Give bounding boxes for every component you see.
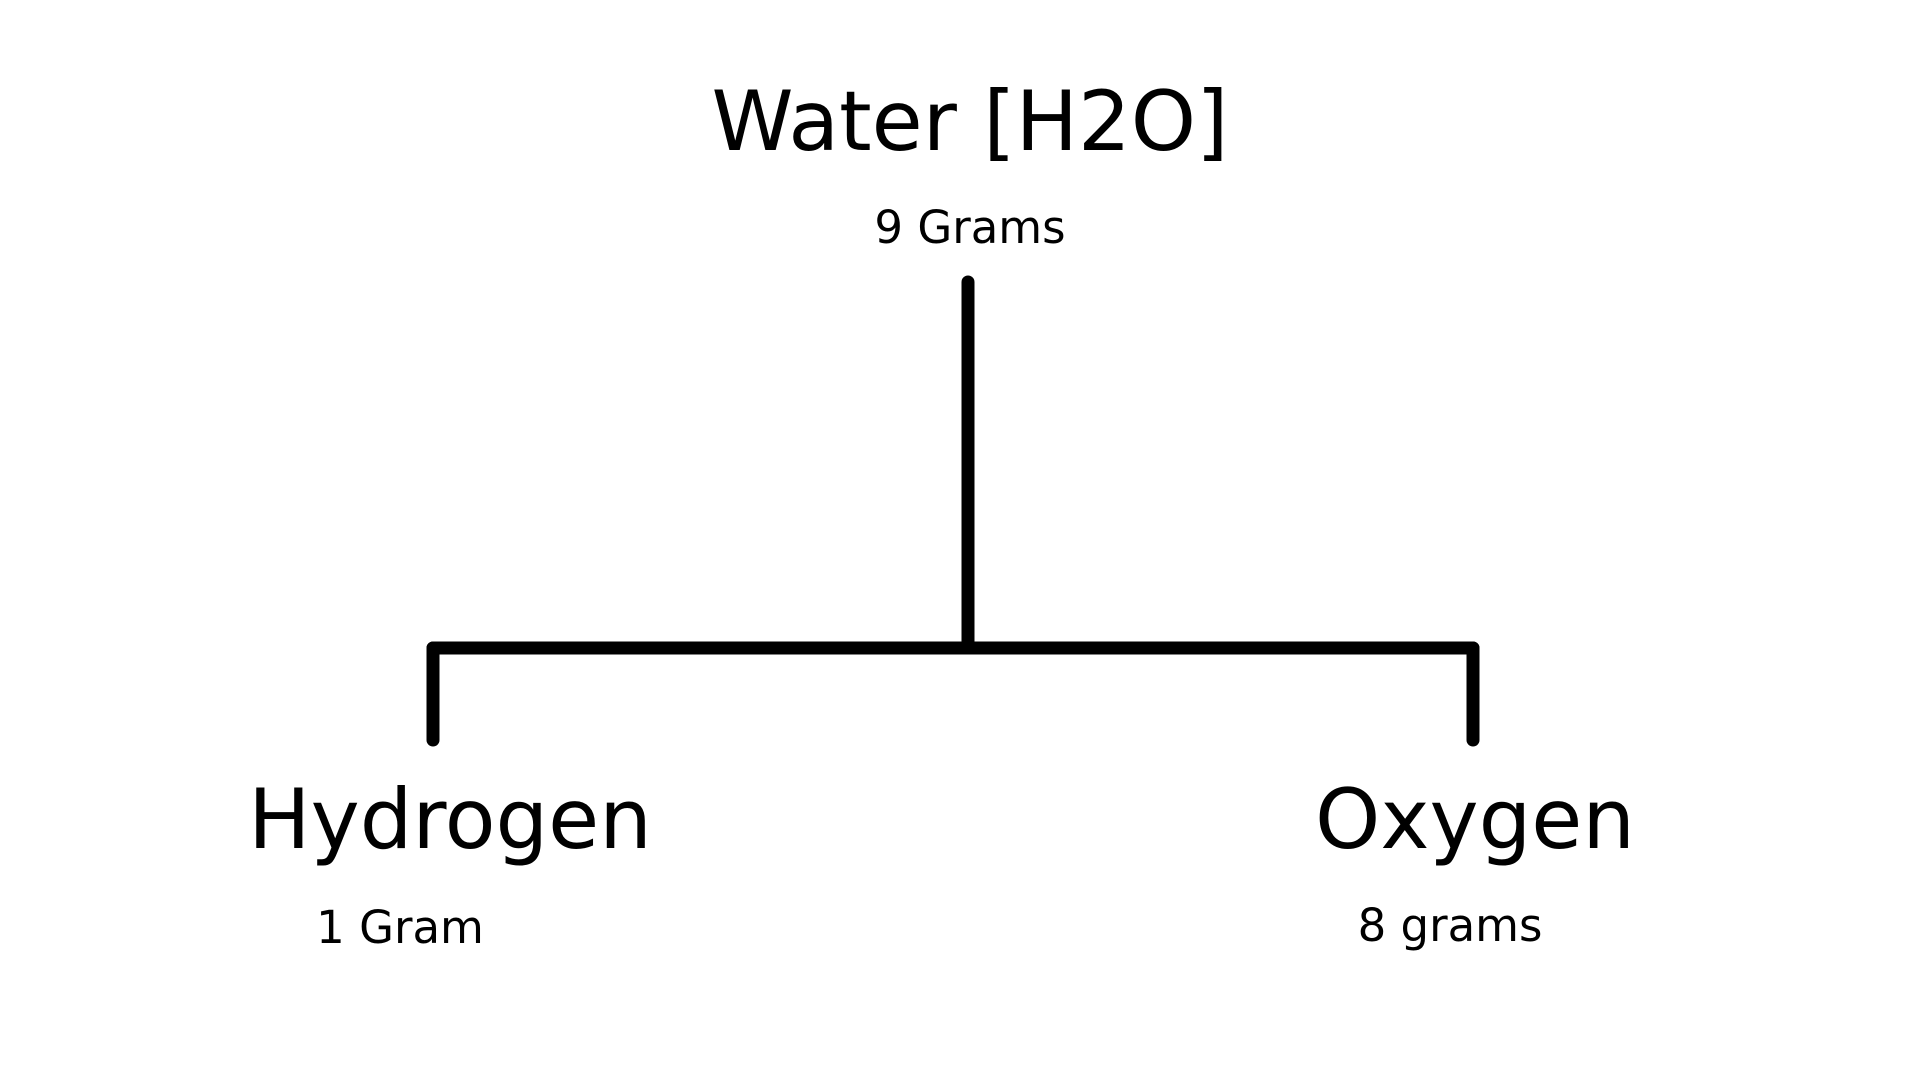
child-node-title-oxygen: Oxygen [1315,771,1635,868]
child-node-mass-hydrogen: 1 Gram [316,901,484,954]
root-node-mass: 9 Grams [874,201,1066,254]
child-node-mass-oxygen: 8 grams [1357,899,1543,952]
root-node-title: Water [H2O] [711,73,1229,170]
child-node-title-hydrogen: Hydrogen [248,771,652,868]
